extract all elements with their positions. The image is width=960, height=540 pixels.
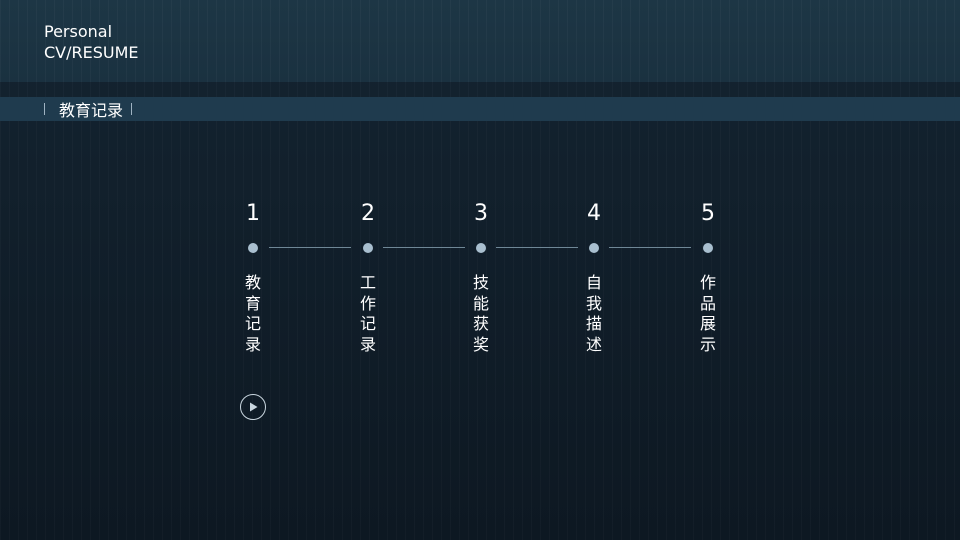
- step-label: 教育记录: [244, 273, 261, 354]
- timeline-connector-1-2: [269, 247, 351, 248]
- section-right-divider: [131, 103, 133, 115]
- play-icon: [250, 402, 258, 412]
- step-number: 5: [701, 201, 715, 226]
- section-title-label: 教育记录: [59, 101, 124, 120]
- timeline-connector-4-5: [609, 247, 691, 248]
- timeline-connector-3-4: [496, 247, 578, 248]
- brand-title: Personal CV/RESUME: [44, 21, 139, 63]
- step-label: 技能获奖: [472, 273, 489, 354]
- step-dot-icon: [363, 243, 373, 253]
- brand-line-2: CV/RESUME: [44, 43, 139, 62]
- section-title: 教育记录: [44, 97, 133, 121]
- step-dot-icon: [248, 243, 258, 253]
- step-number: 3: [474, 201, 488, 226]
- step-label: 工作记录: [359, 273, 376, 354]
- brand-line-1: Personal: [44, 22, 113, 41]
- play-button[interactable]: [240, 394, 266, 420]
- step-label: 作品展示: [699, 273, 716, 354]
- step-dot-icon: [703, 243, 713, 253]
- step-number: 2: [361, 201, 375, 226]
- step-number: 4: [587, 201, 601, 226]
- step-dot-icon: [476, 243, 486, 253]
- step-label: 自我描述: [585, 273, 602, 354]
- header-band: [0, 0, 960, 82]
- section-left-divider: [44, 103, 45, 115]
- step-number: 1: [246, 201, 260, 226]
- timeline-connector-2-3: [383, 247, 465, 248]
- step-dot-icon: [589, 243, 599, 253]
- section-bar: [0, 97, 960, 121]
